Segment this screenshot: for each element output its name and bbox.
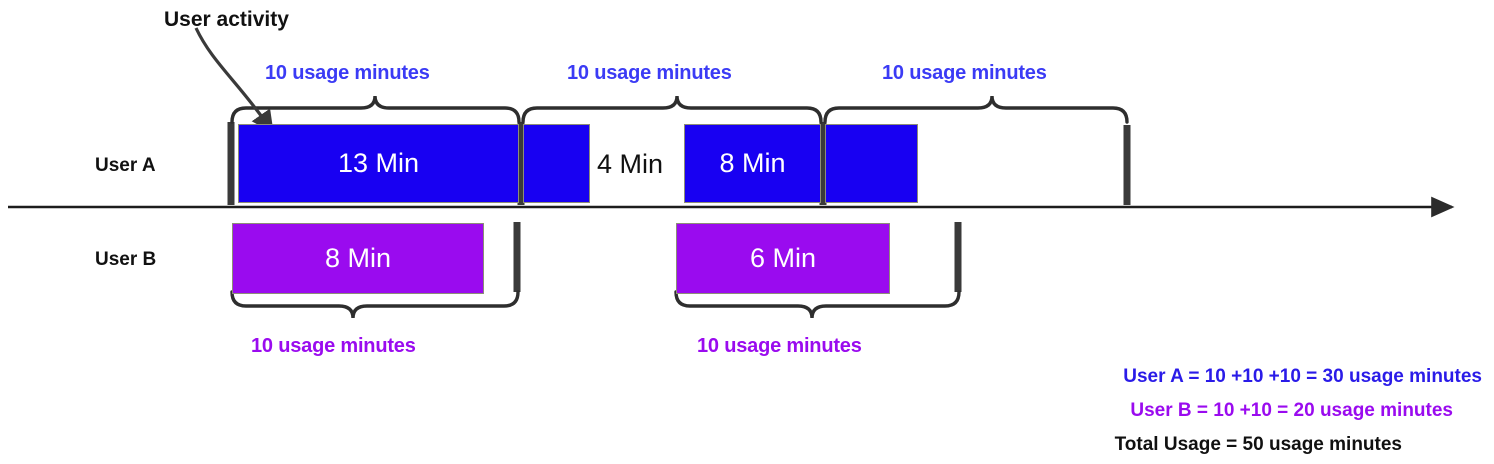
brace-label-b-2: 10 usage minutes xyxy=(697,335,862,357)
row-label-user-b: User B xyxy=(95,249,157,270)
brace-a-1 xyxy=(230,95,521,124)
summary-user-b: User B = 10 +10 = 20 usage minutes xyxy=(1130,400,1453,421)
brace-label-a-3: 10 usage minutes xyxy=(882,62,1047,84)
brace-label-a-2: 10 usage minutes xyxy=(567,62,732,84)
bar-user-a-3[interactable]: 8 Min xyxy=(684,124,821,203)
bar-user-b-1[interactable]: 8 Min xyxy=(232,223,484,294)
user-a-tick-marks xyxy=(227,122,1131,205)
bar-user-b-1-label: 8 Min xyxy=(324,243,392,273)
bar-user-a-2[interactable] xyxy=(523,124,590,203)
bar-user-a-1-label: 13 Min xyxy=(337,148,420,178)
bar-user-a-4[interactable] xyxy=(825,124,918,203)
user-activity-annotation: User activity xyxy=(164,8,289,31)
summary-user-a: User A = 10 +10 +10 = 30 usage minutes xyxy=(1123,366,1482,387)
bar-user-a-1[interactable]: 13 Min xyxy=(238,124,519,203)
row-label-user-a: User A xyxy=(95,155,156,176)
user-a-braces xyxy=(230,95,1129,124)
brace-b-1 xyxy=(230,290,520,319)
brace-a-3 xyxy=(823,95,1129,124)
bar-user-b-2-label: 6 Min xyxy=(749,243,817,273)
bar-user-b-2[interactable]: 6 Min xyxy=(676,223,890,294)
bar-user-a-3-label: 8 Min xyxy=(719,148,786,178)
brace-label-b-1: 10 usage minutes xyxy=(251,335,416,357)
gap-label-user-a-1: 4 Min xyxy=(597,149,664,179)
brace-b-2 xyxy=(674,290,961,319)
brace-label-a-1: 10 usage minutes xyxy=(265,62,430,84)
user-activity-pointer-arrow xyxy=(194,27,274,134)
user-b-tick-marks xyxy=(513,222,962,292)
user-b-braces xyxy=(230,290,961,319)
summary-total: Total Usage = 50 usage minutes xyxy=(1114,434,1402,455)
brace-a-2 xyxy=(521,95,823,124)
